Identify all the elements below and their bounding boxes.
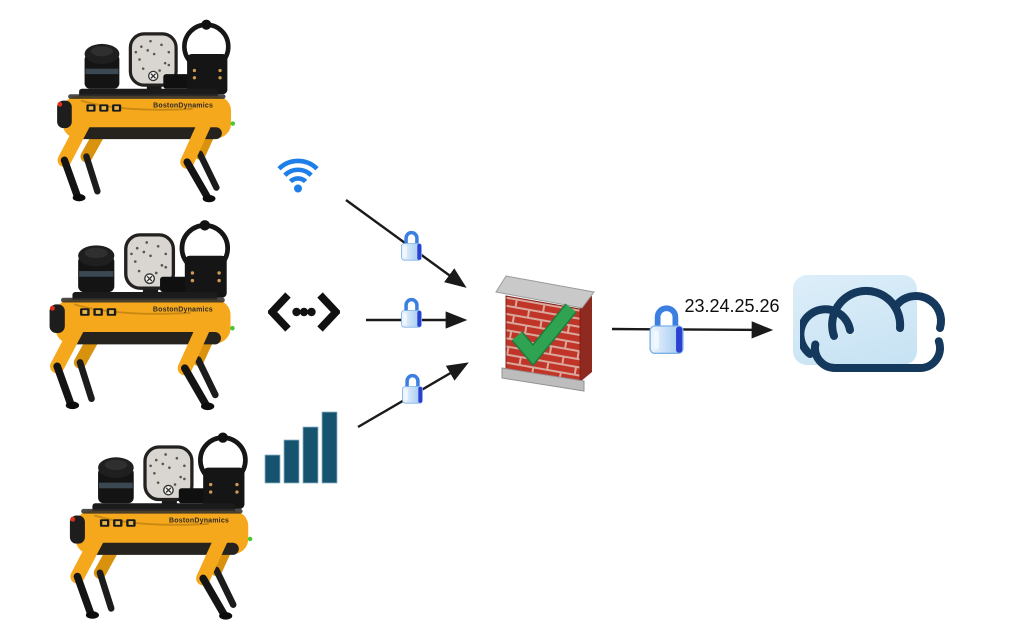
padlock-icon bbox=[399, 292, 424, 329]
robot-brand-label: BostonDynamics bbox=[152, 306, 213, 314]
robot-brand-label: BostonDynamics bbox=[153, 102, 214, 110]
robot-brand-label: BostonDynamics bbox=[169, 517, 230, 525]
firewall-base bbox=[501, 367, 585, 392]
cellular-bars-icon bbox=[264, 411, 338, 484]
ip-address-label: 23.24.25.26 bbox=[684, 296, 780, 316]
arrow-firewall-to-cloud bbox=[611, 321, 774, 339]
spot-robot-3: BostonDynamics bbox=[38, 422, 282, 624]
padlock-icon-large bbox=[646, 294, 687, 358]
padlock-icon bbox=[400, 368, 425, 405]
spot-robot-1: BostonDynamics bbox=[26, 6, 264, 210]
firewall-icon bbox=[495, 275, 595, 392]
cloud-icon bbox=[800, 286, 945, 372]
firewall-cap bbox=[495, 275, 595, 309]
green-checkmark-icon bbox=[512, 304, 576, 365]
padlock-icon bbox=[399, 225, 424, 262]
spot-robot-2: BostonDynamics bbox=[10, 212, 272, 412]
wifi-icon bbox=[277, 158, 319, 193]
point-to-point-icon bbox=[268, 292, 340, 332]
